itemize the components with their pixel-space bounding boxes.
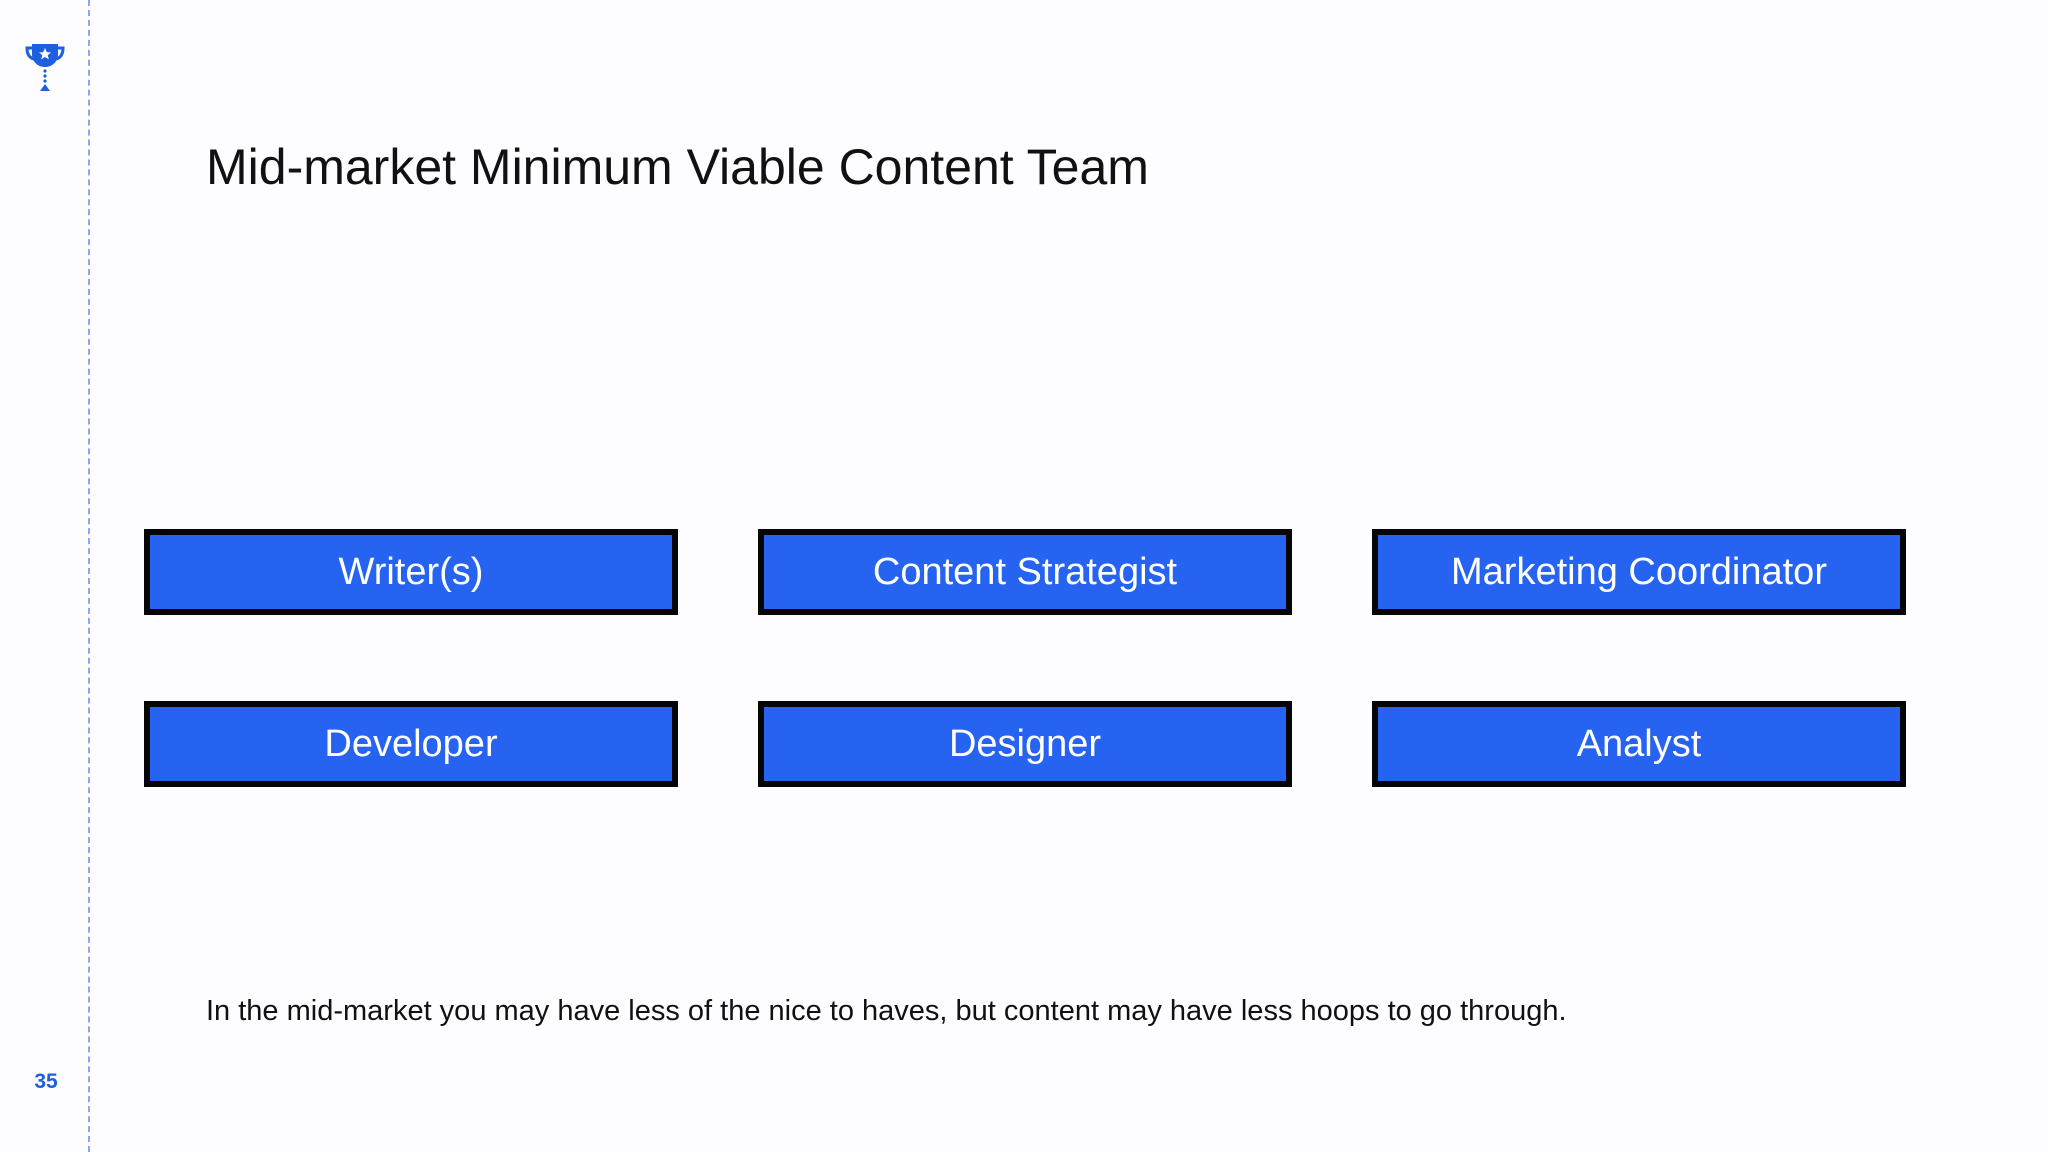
role-label: Developer	[324, 722, 498, 765]
role-label: Writer(s)	[338, 550, 484, 593]
trophy-icon	[25, 44, 65, 91]
role-box-writers: Writer(s)	[144, 529, 678, 615]
role-label: Designer	[948, 722, 1102, 765]
role-box-marketing-coordinator: Marketing Coordinator	[1372, 529, 1906, 615]
slide-title: Mid-market Minimum Viable Content Team	[206, 139, 1149, 195]
vertical-divider	[88, 0, 90, 1152]
role-box-developer: Developer	[144, 701, 678, 787]
role-box-analyst: Analyst	[1372, 701, 1906, 787]
page-number: 35	[34, 1070, 58, 1093]
role-label: Content Strategist	[872, 550, 1178, 593]
role-box-content-strategist: Content Strategist	[758, 529, 1292, 615]
footnote-text: In the mid-market you may have less of t…	[206, 995, 1567, 1027]
role-label: Analyst	[1576, 722, 1702, 765]
role-box-designer: Designer	[758, 701, 1292, 787]
role-label: Marketing Coordinator	[1451, 550, 1827, 593]
